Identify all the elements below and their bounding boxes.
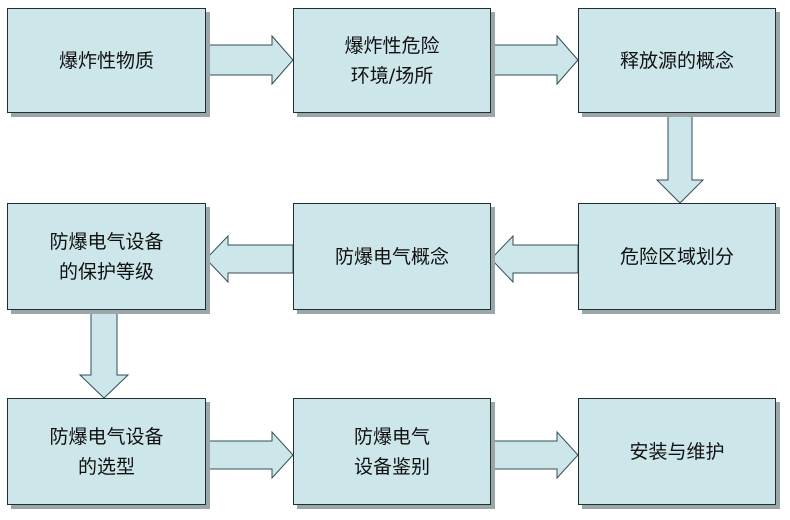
node-explosive-substance: 爆炸性物质 [7, 8, 206, 113]
arrow-protection-level-to-selection [78, 309, 130, 399]
arrow-identification-to-installation [490, 430, 579, 480]
node-line: 防爆电气 [353, 425, 430, 448]
node-hazard-zoning: 危险区域划分 [578, 203, 776, 310]
node-line: 防爆电气设备 [49, 230, 164, 253]
arrow-substance-to-environment [205, 34, 294, 86]
node-release-source: 释放源的概念 [578, 8, 776, 113]
node-selection: 防爆电气设备 的选型 [7, 398, 206, 505]
arrow-release-to-zoning [655, 112, 705, 204]
node-identification: 防爆电气 设备鉴别 [293, 398, 491, 505]
node-ex-concept: 防爆电气概念 [293, 203, 491, 310]
node-line: 的选型 [77, 455, 135, 478]
node-line: 防爆电气设备 [49, 425, 164, 448]
node-line: 释放源的概念 [619, 49, 734, 72]
node-hazardous-environment: 爆炸性危险 环境/场所 [293, 8, 491, 113]
node-line: 环境/场所 [350, 64, 434, 87]
node-line: 设备鉴别 [353, 455, 430, 478]
node-line: 危险区域划分 [619, 245, 734, 268]
node-protection-level: 防爆电气设备 的保护等级 [7, 203, 206, 310]
node-line: 防爆电气概念 [334, 245, 449, 268]
node-line: 安装与维护 [629, 440, 725, 463]
node-line: 爆炸性危险 [344, 34, 440, 57]
node-line: 的保护等级 [58, 260, 154, 283]
arrow-selection-to-identification [205, 430, 294, 480]
node-line: 爆炸性物质 [58, 49, 154, 72]
arrow-zoning-to-concept [490, 234, 579, 284]
node-installation: 安装与维护 [578, 398, 776, 505]
arrow-concept-to-protection-level [205, 234, 294, 284]
arrow-environment-to-release [490, 34, 579, 86]
